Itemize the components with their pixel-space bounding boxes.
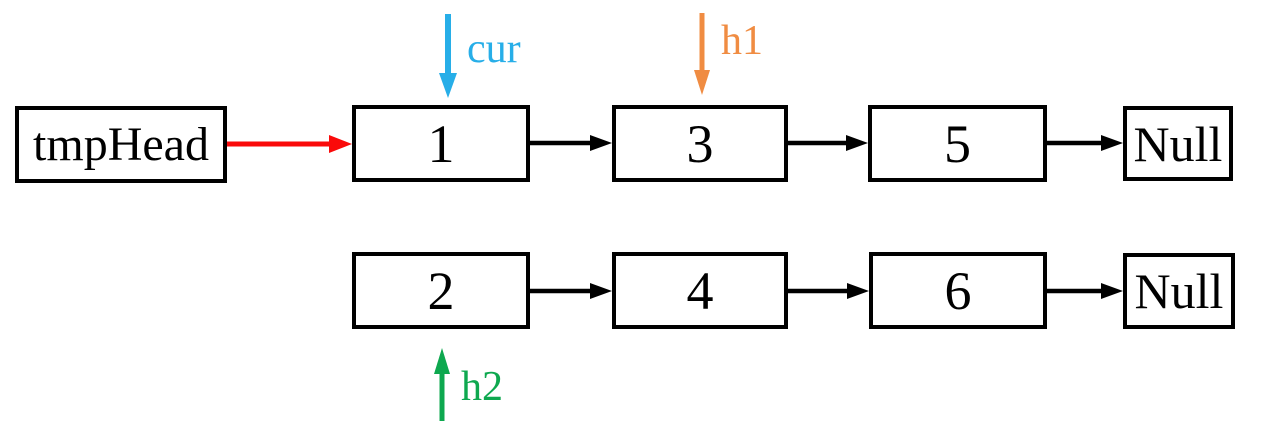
h1-pointer-arrowhead — [694, 70, 710, 95]
node-box-1: 1 — [352, 105, 530, 182]
node-value: 5 — [944, 113, 971, 174]
h1-pointer-label: h1 — [721, 18, 763, 64]
node-value: 6 — [944, 260, 972, 321]
null-label: Null — [1133, 115, 1223, 172]
tmphead-label: tmpHead — [33, 118, 209, 171]
node-value: 4 — [686, 260, 714, 321]
node-box-2: 2 — [352, 252, 530, 329]
null-box-top: Null — [1123, 106, 1233, 181]
node-box-4: 4 — [612, 252, 788, 329]
cur-pointer-label: cur — [467, 26, 521, 72]
tmphead-box: tmpHead — [15, 106, 227, 183]
link-arrowhead-1-3 — [590, 135, 612, 151]
h2-pointer-label: h2 — [461, 364, 503, 410]
h2-pointer-arrowhead — [434, 348, 450, 374]
link-arrowhead-6-null — [1101, 283, 1123, 299]
node-box-6: 6 — [869, 252, 1047, 329]
cur-pointer-arrowhead — [439, 73, 457, 98]
null-box-bottom: Null — [1123, 253, 1235, 329]
tmphead-next-arrowhead — [329, 135, 352, 153]
link-arrowhead-3-5 — [846, 135, 868, 151]
node-box-5: 5 — [868, 105, 1047, 182]
link-arrowhead-5-null — [1101, 135, 1123, 151]
node-value: 2 — [427, 260, 455, 321]
null-label: Null — [1134, 263, 1224, 319]
link-arrowhead-2-4 — [590, 283, 612, 299]
node-box-3: 3 — [612, 105, 788, 182]
link-arrowhead-4-6 — [847, 283, 869, 299]
node-value: 3 — [686, 113, 714, 174]
node-value: 1 — [427, 113, 455, 174]
